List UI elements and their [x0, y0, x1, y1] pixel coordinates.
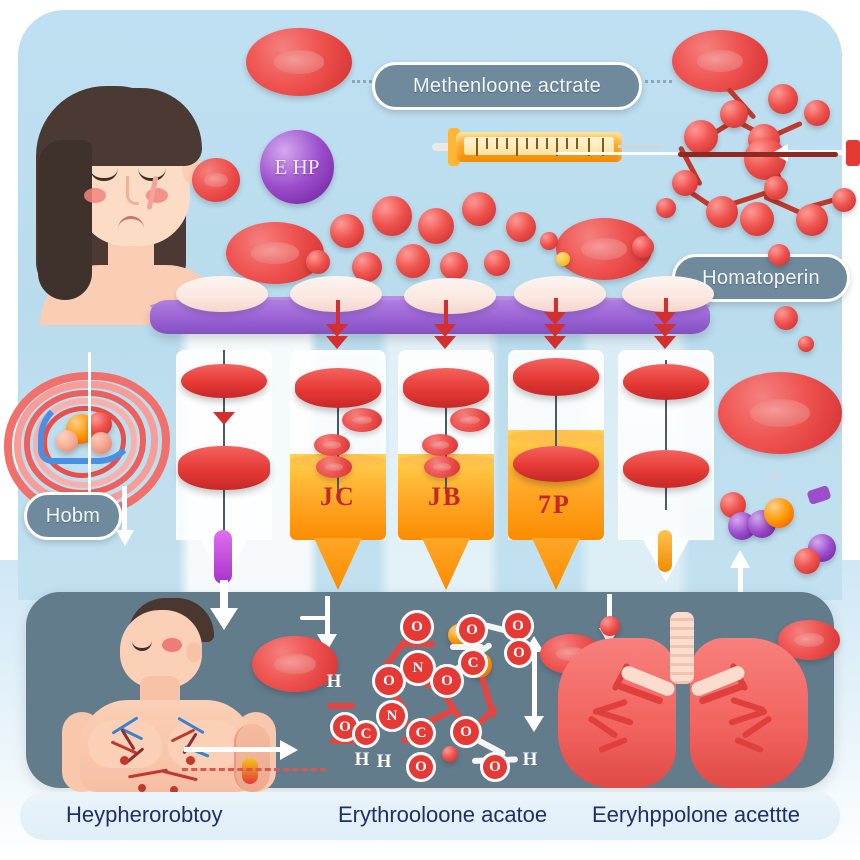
atom: H [376, 751, 392, 772]
vial [618, 298, 714, 582]
arm-cross-section [234, 724, 270, 792]
tablet [514, 276, 606, 312]
dotted-connector [638, 80, 672, 83]
homatoperin-chip-label: Homatoperin [702, 266, 820, 289]
molecule-dot [768, 244, 790, 266]
atom: O [450, 716, 482, 748]
atom: O [456, 614, 488, 646]
vial-stopper [513, 358, 599, 396]
red-blood-cell [672, 30, 768, 92]
dotted-connector [352, 80, 378, 83]
red-blood-cell [246, 28, 352, 96]
vial-stopper [403, 368, 489, 408]
atom: H [326, 671, 342, 692]
red-blood-cell [252, 636, 338, 692]
bottom-label-bar [20, 792, 840, 840]
red-blood-cell [718, 372, 842, 454]
tick-line [300, 616, 330, 620]
mouth [118, 216, 144, 231]
atom: O [504, 638, 534, 668]
vial-stopper [181, 364, 267, 398]
guide-line [88, 352, 91, 492]
syringe-needle [618, 145, 662, 148]
pectoral-right [168, 720, 242, 768]
down-arrow [206, 580, 242, 632]
vial-stopper [623, 364, 709, 400]
vial-stopper [295, 368, 381, 408]
ehp-badge[interactable] [260, 130, 334, 204]
trachea [670, 612, 694, 684]
bottom-label-2: Erythrooloone acatoe [338, 802, 548, 827]
guide-line [556, 152, 678, 155]
atom: O [502, 610, 534, 642]
patient-man-illustration [58, 596, 308, 794]
right-arrow [184, 740, 304, 760]
atom: C [352, 720, 380, 748]
drip-tip [658, 530, 672, 572]
vial-mark: 7P [538, 490, 571, 519]
bottom-label-1: Heypherorobtoy [66, 802, 223, 827]
atom: O [480, 752, 510, 782]
chemical-structure: O N O O O C O O N O C C O O O H H H H [322, 608, 554, 786]
vial: JB [398, 300, 494, 590]
atom: O [400, 610, 434, 644]
syringe-plunger [432, 143, 454, 151]
hobm-chip-label: Hobm [45, 504, 101, 527]
lungs-illustration [548, 612, 816, 788]
atom: C [458, 648, 488, 678]
red-blood-cell [226, 222, 324, 284]
hair-ponytail [38, 140, 92, 300]
vial: JC [290, 300, 386, 590]
bone-marrow-illustration [4, 372, 170, 518]
vial-mark: JC [320, 482, 356, 511]
bottom-label-3: Eeryhppolone acettte [592, 802, 800, 827]
red-marker [846, 140, 860, 166]
hobm-down-arrow [116, 486, 134, 552]
ehp-badge-label: E HP [274, 154, 320, 179]
muscle-section [242, 758, 258, 784]
tablet [176, 276, 268, 312]
double-arrow [524, 636, 546, 732]
nose [126, 176, 139, 205]
eye [132, 640, 152, 651]
atom: H [522, 749, 538, 770]
ear [186, 642, 202, 662]
atom: H [354, 749, 370, 770]
atom: N [400, 650, 436, 686]
vial-stopper [178, 446, 270, 490]
dashed-connector [182, 768, 326, 771]
tablet [404, 278, 496, 314]
purple-drip [214, 530, 232, 584]
vial-stopper [623, 450, 709, 488]
molecular-network [672, 84, 860, 244]
vial-stopper [513, 446, 599, 482]
title-chip-label: Methenloone actrate [412, 74, 602, 97]
vial-needle [223, 350, 225, 530]
title-chip[interactable]: Methenloone actrate [372, 62, 642, 110]
vial: 7P [508, 298, 604, 590]
red-blood-cell-small [192, 158, 240, 202]
atom: O [406, 752, 436, 782]
syringe-illustration [432, 128, 662, 168]
hobm-chip[interactable]: Hobm [24, 492, 122, 540]
tablet [622, 276, 714, 312]
atom: O [372, 664, 406, 698]
vial-mark: JB [428, 482, 463, 511]
lung-lobe-left [558, 638, 676, 788]
atom: O [430, 664, 464, 698]
atom: C [406, 718, 436, 748]
eye-left [90, 168, 118, 181]
cheek-blush-left [84, 188, 106, 203]
cheek-blush [162, 638, 182, 652]
atom: N [376, 700, 408, 732]
